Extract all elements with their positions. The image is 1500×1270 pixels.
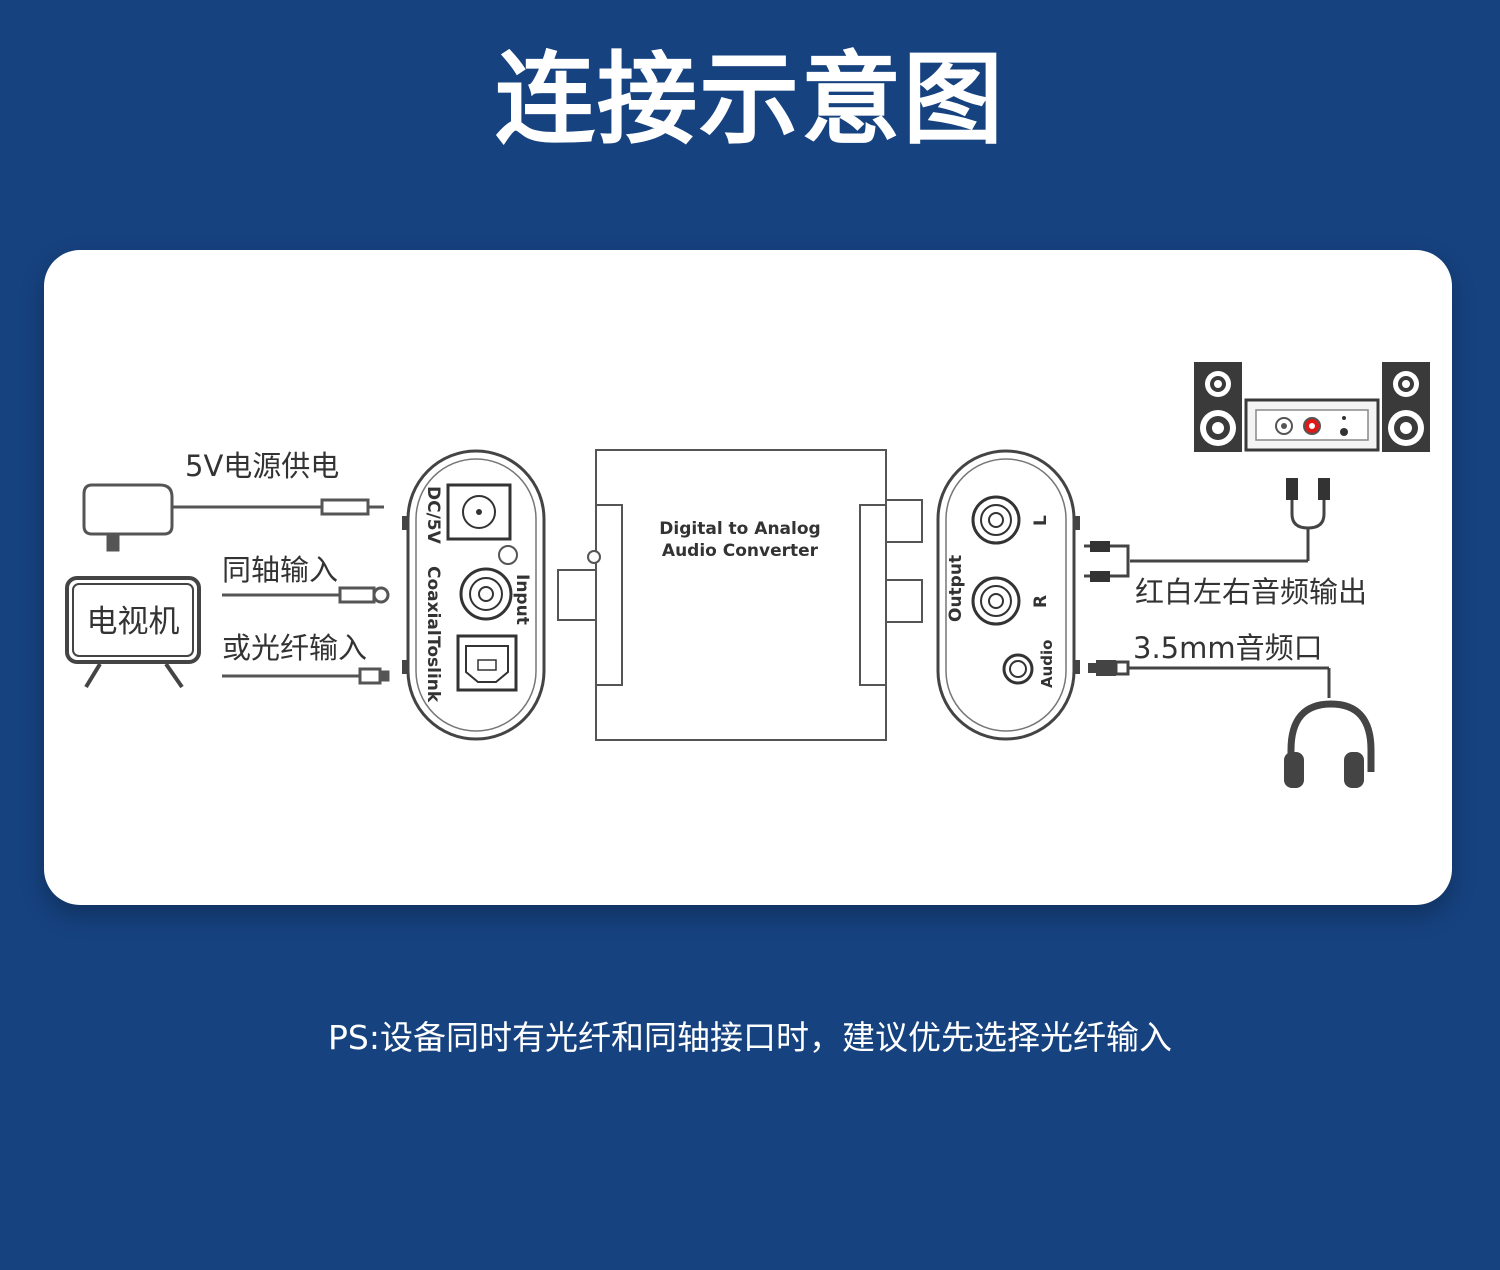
output-label: Output [946, 555, 966, 622]
power-label: 5V电源供电 [185, 449, 339, 483]
rca-output-label: 红白左右音频输出 [1135, 575, 1367, 609]
toslink-port-icon [456, 634, 518, 692]
audio-jack-port-icon [1002, 653, 1034, 685]
dc-label: DC/5V [423, 486, 443, 545]
optical-input-label: 或光纤输入 [222, 631, 367, 665]
coaxial-label: Coaxial [423, 566, 443, 636]
footnote: PS:设备同时有光纤和同轴接口时，建议优先选择光纤输入 [328, 1018, 1172, 1057]
device-label-line2: Audio Converter [662, 541, 819, 561]
speaker-system-icon [1194, 362, 1430, 452]
audio-label: Audio [1038, 640, 1056, 688]
headphones-icon [1284, 700, 1375, 788]
device-label-line1: Digital to Analog [659, 519, 820, 539]
coaxial-input-label: 同轴输入 [222, 553, 338, 587]
coaxial-cable-icon [222, 586, 390, 604]
right-channel-label: R [1031, 595, 1051, 608]
tv-icon [65, 576, 201, 689]
power-adapter-icon [82, 483, 384, 552]
rca-left-port-icon [971, 495, 1021, 545]
left-channel-label: L [1031, 515, 1051, 526]
rca-right-port-icon [971, 576, 1021, 626]
coaxial-port-icon [459, 567, 513, 621]
toslink-label: Toslink [423, 636, 443, 703]
input-panel [402, 449, 546, 741]
optical-cable-icon [222, 667, 390, 685]
headphone-cable-icon [1088, 660, 1331, 698]
jack-output-label: 3.5mm音频口 [1133, 631, 1323, 665]
page-title: 连接示意图 [495, 41, 1005, 158]
rca-cable-icon [1084, 478, 1330, 582]
converter-device [557, 449, 923, 741]
tv-label: 电视机 [87, 604, 180, 640]
input-label: Input [512, 574, 532, 625]
output-panel [936, 449, 1080, 741]
